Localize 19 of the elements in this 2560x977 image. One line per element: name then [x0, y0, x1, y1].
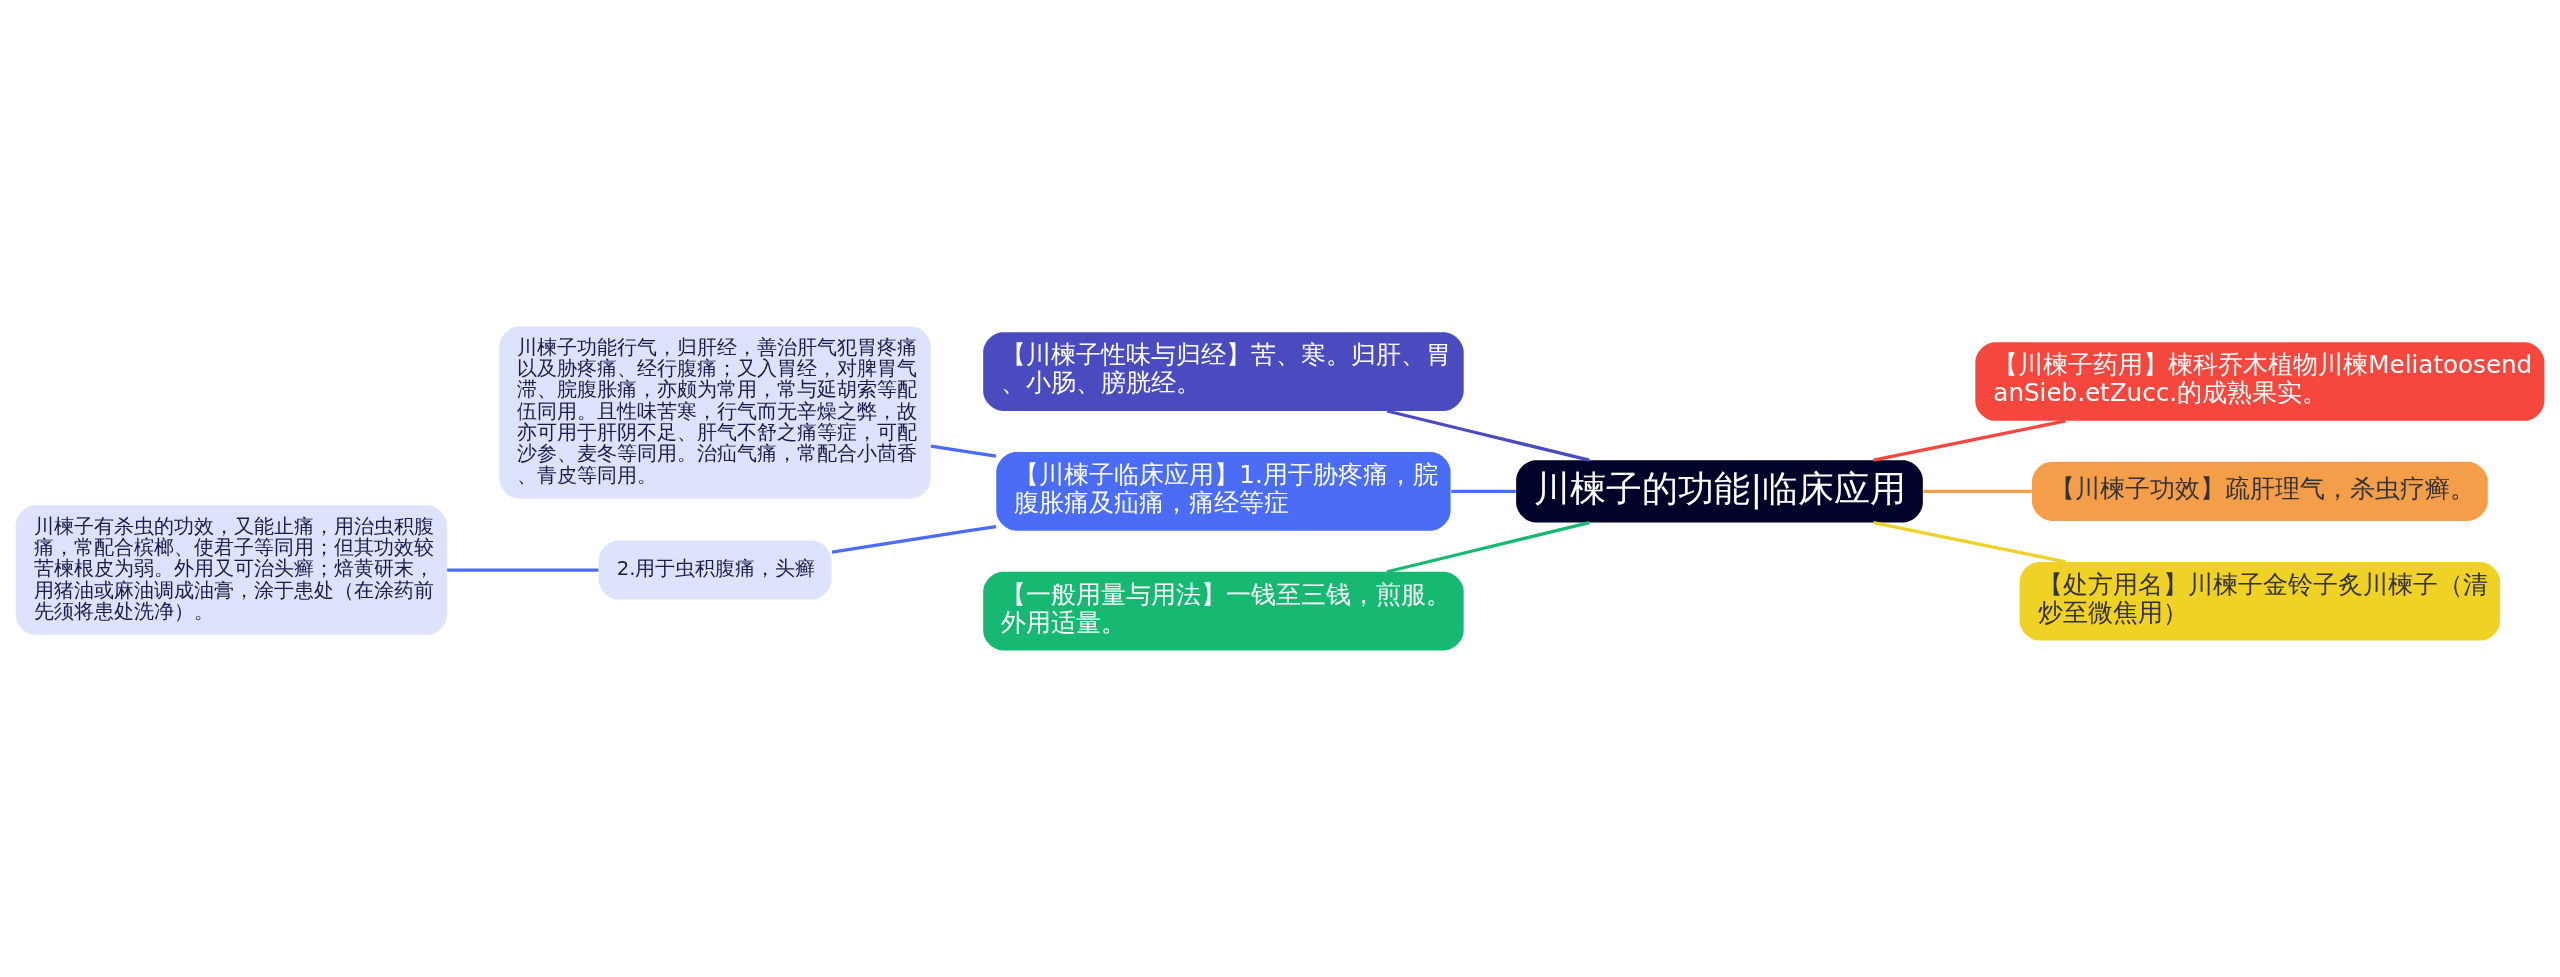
connector — [831, 524, 997, 554]
node-box: 【川楝子药用】楝科乔木植物川楝MeliatoosendanSieb.etZucc.的成熟果实。 — [1975, 342, 2545, 421]
node-box: 【川楝子性味与归经】苦、寒。归肝、胃、小肠、膀胱经。 — [983, 332, 1464, 411]
connector — [1873, 419, 2066, 462]
connector — [1873, 520, 2066, 564]
node-box: 【一般用量与用法】一钱至三钱，煎服。外用适量。 — [983, 571, 1464, 651]
connector — [447, 568, 599, 572]
connector — [1451, 489, 1516, 493]
node-box: 川楝子的功能|临床应用 — [1516, 460, 1923, 523]
node-box: 【川楝子功效】疏肝理气，杀虫疗癣。 — [2031, 461, 2488, 521]
node-box: 川楝子有杀虫的功效，又能止痛，用治虫积腹痛，常配合槟榔、使君子等同用；但其功效较苦楝根皮为弱。外用又可治头癣；焙黄研末，用猪油或麻油调成油膏，涂于患处（在涂药前先须将患处洗净）。 — [15, 505, 447, 635]
connector — [1386, 409, 1590, 462]
connector — [930, 444, 997, 458]
node-box: 【处方用名】川楝子金铃子炙川楝子（清炒至微焦用） — [2019, 561, 2501, 641]
node-box: 2.用于虫积腹痛，头癣 — [598, 540, 832, 600]
connector — [1386, 521, 1590, 574]
node-box: 【川楝子临床应用】1.用于胁疼痛，脘腹胀痛及疝痛，痛经等症 — [996, 452, 1451, 531]
node-box: 川楝子功能行气，归肝经，善治肝气犯胃疼痛以及胁疼痛、经行腹痛；又入胃经，对脾胃气滞、脘腹胀痛，亦颇为常用，常与延胡索等配伍同用。且性味苦寒，行气而无辛燥之弊，故亦可用于肝阴不足、肝气不舒之痛等症，可配沙参、麦冬等同用。治疝气痛，常配合小茴香、青皮等同用。 — [499, 326, 931, 499]
connector — [1923, 489, 2032, 493]
